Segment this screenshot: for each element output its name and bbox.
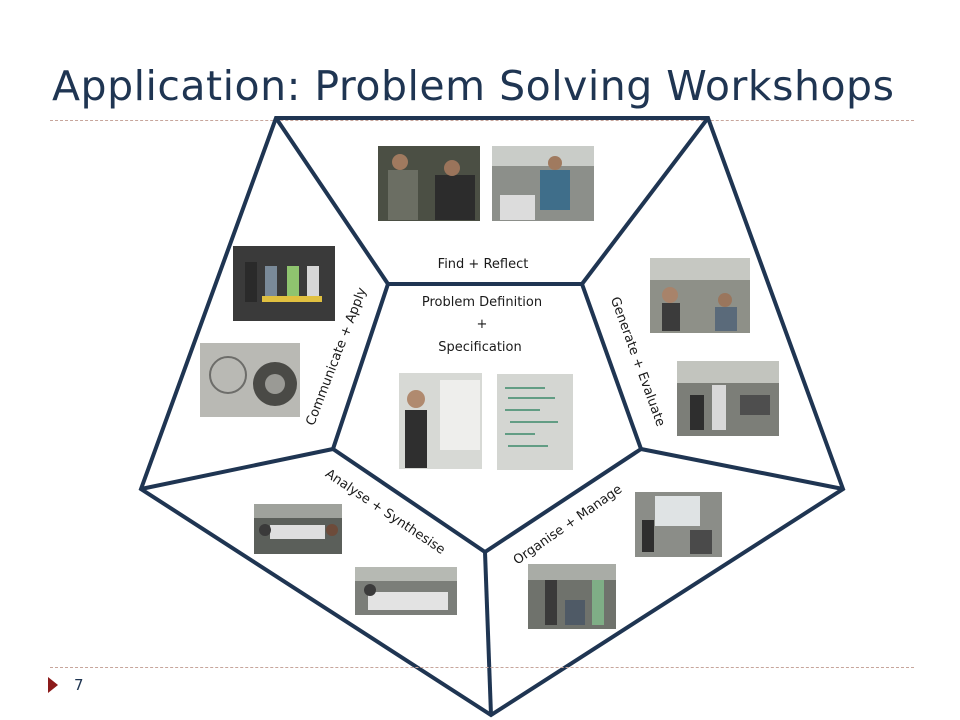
photo-problem-definition-2 — [497, 374, 573, 470]
label-problem-plus: + — [477, 317, 488, 332]
photo-find-2 — [492, 146, 594, 221]
inner-pentagon — [330, 282, 644, 555]
label-problem-definition: Problem Definition — [422, 295, 542, 310]
outer-pentagon — [138, 116, 846, 718]
photo-analyse-2 — [355, 567, 457, 615]
spoke-right — [640, 447, 844, 491]
slide-number: 7 — [74, 676, 84, 694]
photo-problem-definition-1 — [399, 373, 482, 469]
photo-analyse-1 — [254, 504, 342, 554]
photo-generate-1 — [650, 258, 750, 333]
spoke-top-right — [580, 116, 710, 286]
bullet-arrow-icon — [48, 677, 58, 693]
label-find-reflect: Find + Reflect — [438, 257, 529, 272]
photo-generate-2 — [677, 361, 779, 436]
photo-organise-2 — [528, 564, 616, 629]
spoke-top-left — [274, 116, 390, 286]
photo-find-1 — [378, 146, 480, 221]
photo-organise-1 — [635, 492, 722, 557]
title-divider — [50, 120, 914, 121]
photo-communicate-1 — [233, 246, 335, 321]
spoke-left — [140, 447, 334, 491]
spoke-bottom — [483, 551, 493, 716]
photo-communicate-2 — [200, 343, 300, 417]
label-specification: Specification — [438, 340, 521, 355]
slide-title: Application: Problem Solving Workshops — [52, 62, 895, 110]
footer-divider — [50, 667, 914, 668]
